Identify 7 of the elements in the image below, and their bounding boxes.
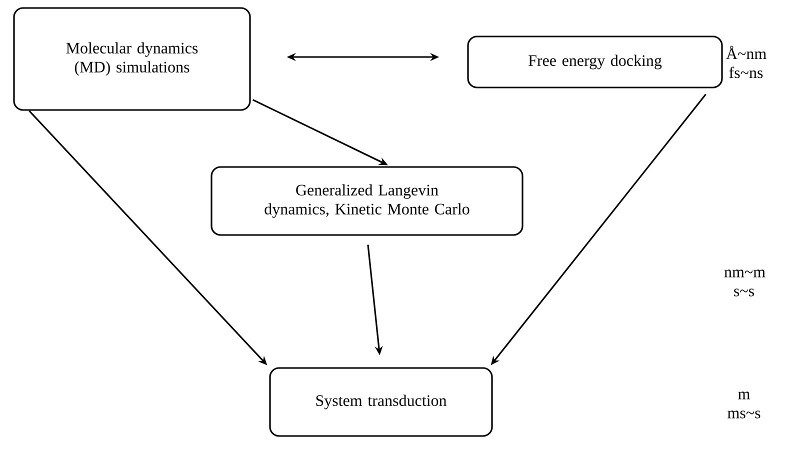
scale-label: m ms~s: [728, 392, 760, 418]
process-box: Molecular dynamics (MD) simulations: [13, 7, 251, 111]
process-box: Free energy docking: [467, 36, 723, 88]
process-box: System transduction: [269, 367, 493, 437]
process-box: Generalized Langevin dynamics, Kinetic Monte Carlo: [210, 166, 524, 236]
scale-label: nm~m s~s: [724, 270, 766, 296]
scale-label: Å~nm fs~ns: [726, 46, 766, 78]
